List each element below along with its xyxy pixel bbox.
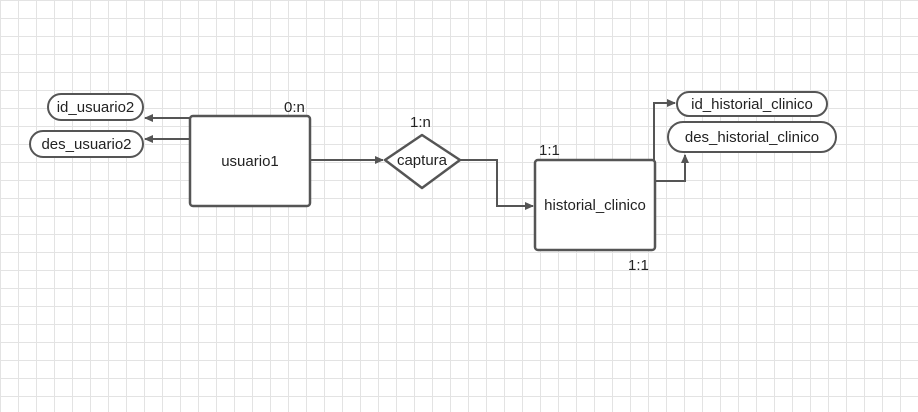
- relationship-captura-label: captura: [397, 152, 448, 169]
- connector-captura-historial: [460, 159, 534, 210]
- attribute-id-historial[interactable]: id_historial_clinico: [676, 91, 828, 117]
- cardinality-historial-top: 1:1: [539, 142, 560, 159]
- entity-historial[interactable]: historial_clinico: [533, 158, 657, 252]
- connector-historial-id: [653, 99, 676, 160]
- attribute-id-usuario[interactable]: id_usuario2: [47, 93, 144, 121]
- attribute-id-historial-label: id_historial_clinico: [691, 96, 813, 113]
- attribute-id-usuario-label: id_usuario2: [57, 99, 135, 116]
- entity-usuario-label: usuario1: [221, 153, 279, 170]
- cardinality-relationship-top: 1:n: [410, 114, 431, 131]
- relationship-captura[interactable]: captura: [383, 133, 462, 190]
- cardinality-usuario-top: 0:n: [284, 99, 305, 116]
- attribute-des-historial[interactable]: des_historial_clinico: [667, 121, 837, 153]
- attribute-des-historial-label: des_historial_clinico: [685, 129, 819, 146]
- attribute-des-usuario-label: des_usuario2: [41, 136, 131, 153]
- connector-historial-des: [654, 154, 689, 182]
- entity-usuario[interactable]: usuario1: [188, 114, 312, 208]
- cardinality-historial-bottom: 1:1: [628, 257, 649, 274]
- attribute-des-usuario[interactable]: des_usuario2: [29, 130, 144, 158]
- entity-historial-label: historial_clinico: [544, 197, 646, 214]
